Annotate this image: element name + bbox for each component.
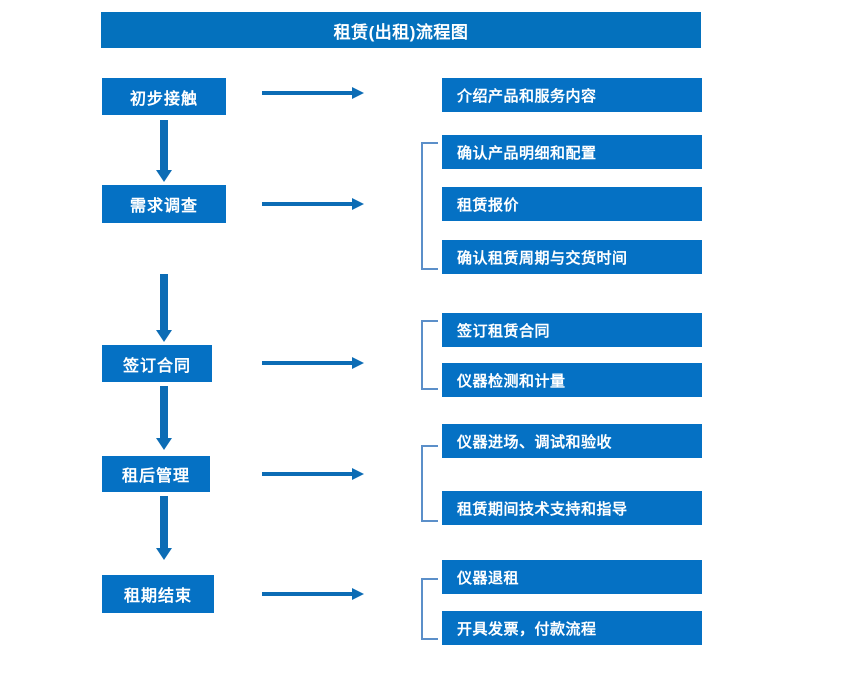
arrow-right-icon — [262, 585, 364, 603]
detail-box-confirm-period-delivery[interactable]: 确认租赁周期与交货时间 — [442, 240, 702, 274]
detail-box-instrument-install-commission[interactable]: 仪器进场、调试和验收 — [442, 424, 702, 458]
arrow-right-icon — [262, 195, 364, 213]
detail-box-confirm-spec[interactable]: 确认产品明细和配置 — [442, 135, 702, 169]
detail-label: 租赁报价 — [457, 196, 520, 214]
detail-box-intro-products[interactable]: 介绍产品和服务内容 — [442, 78, 702, 112]
detail-box-invoice-payment[interactable]: 开具发票，付款流程 — [442, 611, 702, 645]
detail-label: 介绍产品和服务内容 — [457, 87, 597, 105]
stage-box-demand-survey[interactable]: 需求调查 — [102, 185, 226, 223]
arrow-down-icon-management-to-end — [155, 496, 173, 560]
detail-label: 确认产品明细和配置 — [457, 144, 597, 162]
stage-label: 初步接触 — [129, 90, 198, 108]
stage-label: 需求调查 — [129, 198, 198, 215]
group-bracket-sign-contract — [421, 320, 438, 390]
stage-box-sign-contract[interactable]: 签订合同 — [102, 345, 212, 382]
arrow-right-icon — [262, 465, 364, 483]
stage-label: 签订合同 — [122, 357, 191, 375]
group-bracket-post-rental-management — [421, 445, 438, 522]
detail-label: 开具发票，付款流程 — [457, 620, 597, 638]
arrow-down-icon-contact-to-survey — [155, 120, 173, 182]
stage-label: 租后管理 — [121, 468, 190, 485]
detail-label: 仪器检测和计量 — [457, 372, 566, 390]
arrow-down-icon-survey-to-contract — [155, 274, 173, 342]
detail-label: 仪器进场、调试和验收 — [457, 433, 613, 451]
detail-box-instrument-return[interactable]: 仪器退租 — [442, 560, 702, 594]
stage-box-post-rental-management[interactable]: 租后管理 — [102, 456, 210, 492]
group-bracket-demand-survey — [421, 142, 438, 270]
group-bracket-rental-end — [421, 578, 438, 640]
detail-label: 租赁期间技术支持和指导 — [457, 500, 628, 518]
arrow-down-icon-contract-to-management — [155, 386, 173, 450]
detail-label: 确认租赁周期与交货时间 — [457, 249, 628, 267]
detail-box-sign-rental-contract[interactable]: 签订租赁合同 — [442, 313, 702, 347]
arrow-right-icon — [262, 84, 364, 102]
detail-box-technical-support[interactable]: 租赁期间技术支持和指导 — [442, 491, 702, 525]
detail-box-instrument-inspection[interactable]: 仪器检测和计量 — [442, 363, 702, 397]
arrow-right-icon — [262, 354, 364, 372]
page-title: 租赁(出租)流程图 — [101, 12, 701, 48]
detail-label: 仪器退租 — [457, 569, 520, 587]
stage-box-initial-contact[interactable]: 初步接触 — [102, 78, 226, 115]
stage-label: 租期结束 — [123, 588, 192, 605]
detail-label: 签订租赁合同 — [457, 322, 551, 340]
stage-box-rental-end[interactable]: 租期结束 — [102, 575, 214, 613]
detail-box-rental-quote[interactable]: 租赁报价 — [442, 187, 702, 221]
